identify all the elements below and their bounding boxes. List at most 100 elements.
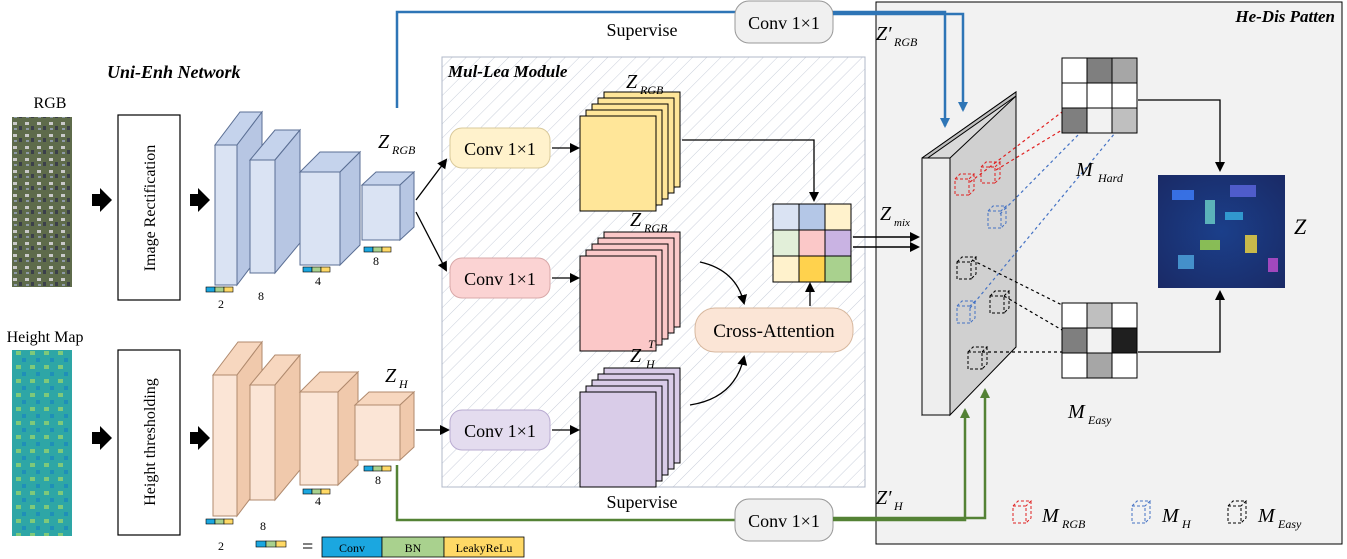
hard-connectors <box>969 111 1116 309</box>
height-thresholding-box <box>117 349 181 536</box>
height-encoder-mini-legends <box>205 465 392 525</box>
svg-text:Z: Z <box>630 209 642 231</box>
z-h-transpose-label: Z H T <box>630 337 656 371</box>
svg-text:Z: Z <box>880 203 892 225</box>
conv-purple-box <box>449 409 551 451</box>
height-encoder-size-2: 8 <box>260 519 266 533</box>
conv-bottom-label: Conv 1×1 <box>748 511 820 531</box>
z-final-label: Z <box>1294 214 1307 239</box>
z-rgb-mid-label: Z RGB <box>630 209 668 235</box>
arrow-m-hard-to-z <box>1138 99 1225 172</box>
legend-m-easy: M Easy <box>1227 500 1302 531</box>
feature-stack-purple <box>579 367 681 488</box>
svg-text:H: H <box>398 377 409 391</box>
conv-yellow-box <box>449 127 551 169</box>
z-h-prime-label: Z′ H <box>876 487 904 513</box>
arrow-zrgb-to-conv-yellow <box>415 158 448 201</box>
arrow-purple-to-cross-attention <box>689 355 748 406</box>
supervise-blue-to-hedis-1 <box>833 10 950 128</box>
svg-text:M: M <box>1067 401 1086 423</box>
image-rectification-box <box>117 114 181 301</box>
svg-text:M: M <box>1161 505 1180 527</box>
svg-text:M: M <box>1075 159 1094 181</box>
height-encoder-size-4: 8 <box>375 473 381 487</box>
legend-m-rgb: M RGB <box>1012 500 1086 531</box>
layer-legend: = Conv BN LeakyReLu <box>255 536 525 558</box>
z-rgb-prime-label: Z′ RGB <box>876 23 918 49</box>
legend-conv-label: Conv <box>339 541 365 555</box>
svg-text:RGB: RGB <box>643 221 668 235</box>
arrow-m-easy-to-z <box>1138 290 1225 353</box>
rgb-input-label: RGB <box>34 95 67 112</box>
arrow-yellow-to-mix <box>682 139 819 202</box>
mix-attention-grid <box>772 203 852 283</box>
legend-m-h: M H <box>1131 500 1192 531</box>
m-hard-matrix <box>1061 57 1138 134</box>
easy-cube-1 <box>956 256 978 280</box>
he-dis-patten-title: He-Dis Patten <box>1234 7 1335 26</box>
arrow-rgb-to-rectification <box>92 188 112 212</box>
z-output-image <box>1158 175 1285 288</box>
easy-cube-2 <box>989 290 1011 314</box>
svg-text:M: M <box>1257 505 1276 527</box>
height-map-image <box>12 350 72 536</box>
svg-text:H: H <box>645 357 656 371</box>
supervise-blue-line <box>395 10 735 108</box>
height-thresholding-label: Height thresholding <box>142 378 159 506</box>
arrow-pink-to-cross-attention <box>699 261 747 305</box>
feature-stack-yellow <box>579 91 681 212</box>
arrow-zrgb-to-conv-pink <box>415 211 447 272</box>
legend-relu-label: LeakyReLu <box>456 541 513 555</box>
legend-relu-box <box>443 536 525 558</box>
image-rectification-label: Image Rectification <box>142 145 159 272</box>
rgb-encoder-size-2: 8 <box>258 289 264 303</box>
supervise-green-line <box>395 465 735 522</box>
legend-equals: = <box>302 536 313 558</box>
rgb-encoder-mini-legends <box>205 246 392 293</box>
mul-lea-module-title: Mul-Lea Module <box>447 62 568 81</box>
svg-text:T: T <box>648 337 656 351</box>
m-hard-label: M Hard <box>1075 159 1124 185</box>
z-mix-label: Z mix <box>880 203 910 229</box>
svg-text:RGB: RGB <box>639 83 664 97</box>
arrow-rectification-to-encoder <box>190 188 210 212</box>
supervise-green-to-hedis-1 <box>833 408 970 522</box>
conv-purple-label: Conv 1×1 <box>464 421 536 441</box>
supervise-blue-to-hedis-2 <box>833 12 968 112</box>
uni-enh-title: Uni-Enh Network <box>107 62 241 82</box>
svg-text:RGB: RGB <box>391 143 416 157</box>
z-h-label: Z H <box>385 365 409 391</box>
rgb-encoder-size-1: 2 <box>218 297 224 311</box>
svg-text:Hard: Hard <box>1097 171 1124 185</box>
supervise-green-to-hedis-2 <box>833 388 990 520</box>
rgb-encoder-size-4: 8 <box>373 254 379 268</box>
hard-cube-h-1 <box>987 205 1008 229</box>
arrow-height-to-threshold <box>92 426 112 450</box>
easy-connectors <box>971 259 1063 353</box>
hard-cube-rgb-1 <box>954 173 976 196</box>
z-rgb-top-label: Z RGB <box>626 71 664 97</box>
svg-text:Z: Z <box>378 131 390 153</box>
svg-text:Easy: Easy <box>1087 413 1112 427</box>
svg-text:Z: Z <box>630 345 642 367</box>
cross-attention-box <box>694 307 854 353</box>
height-encoder-size-3: 4 <box>315 494 321 508</box>
svg-text:Z′: Z′ <box>876 23 892 45</box>
z-rgb-label: Z RGB <box>378 131 416 157</box>
easy-cube-3 <box>967 346 989 370</box>
height-encoder-size-1: 2 <box>218 539 224 553</box>
conv-pink-label: Conv 1×1 <box>464 269 536 289</box>
conv-top-label: Conv 1×1 <box>748 13 820 33</box>
arrow-threshold-to-encoder <box>190 426 210 450</box>
supervise-bottom-label: Supervise <box>607 492 678 512</box>
svg-text:H: H <box>1181 517 1192 531</box>
svg-text:RGB: RGB <box>893 35 918 49</box>
hard-cube-h-2 <box>956 300 977 324</box>
conv-pink-box <box>449 257 551 299</box>
rgb-aerial-image <box>12 117 72 287</box>
svg-text:Z: Z <box>385 365 397 387</box>
legend-bn-label: BN <box>405 541 422 555</box>
svg-text:Z′: Z′ <box>876 487 892 509</box>
m-easy-label: M Easy <box>1067 401 1112 427</box>
